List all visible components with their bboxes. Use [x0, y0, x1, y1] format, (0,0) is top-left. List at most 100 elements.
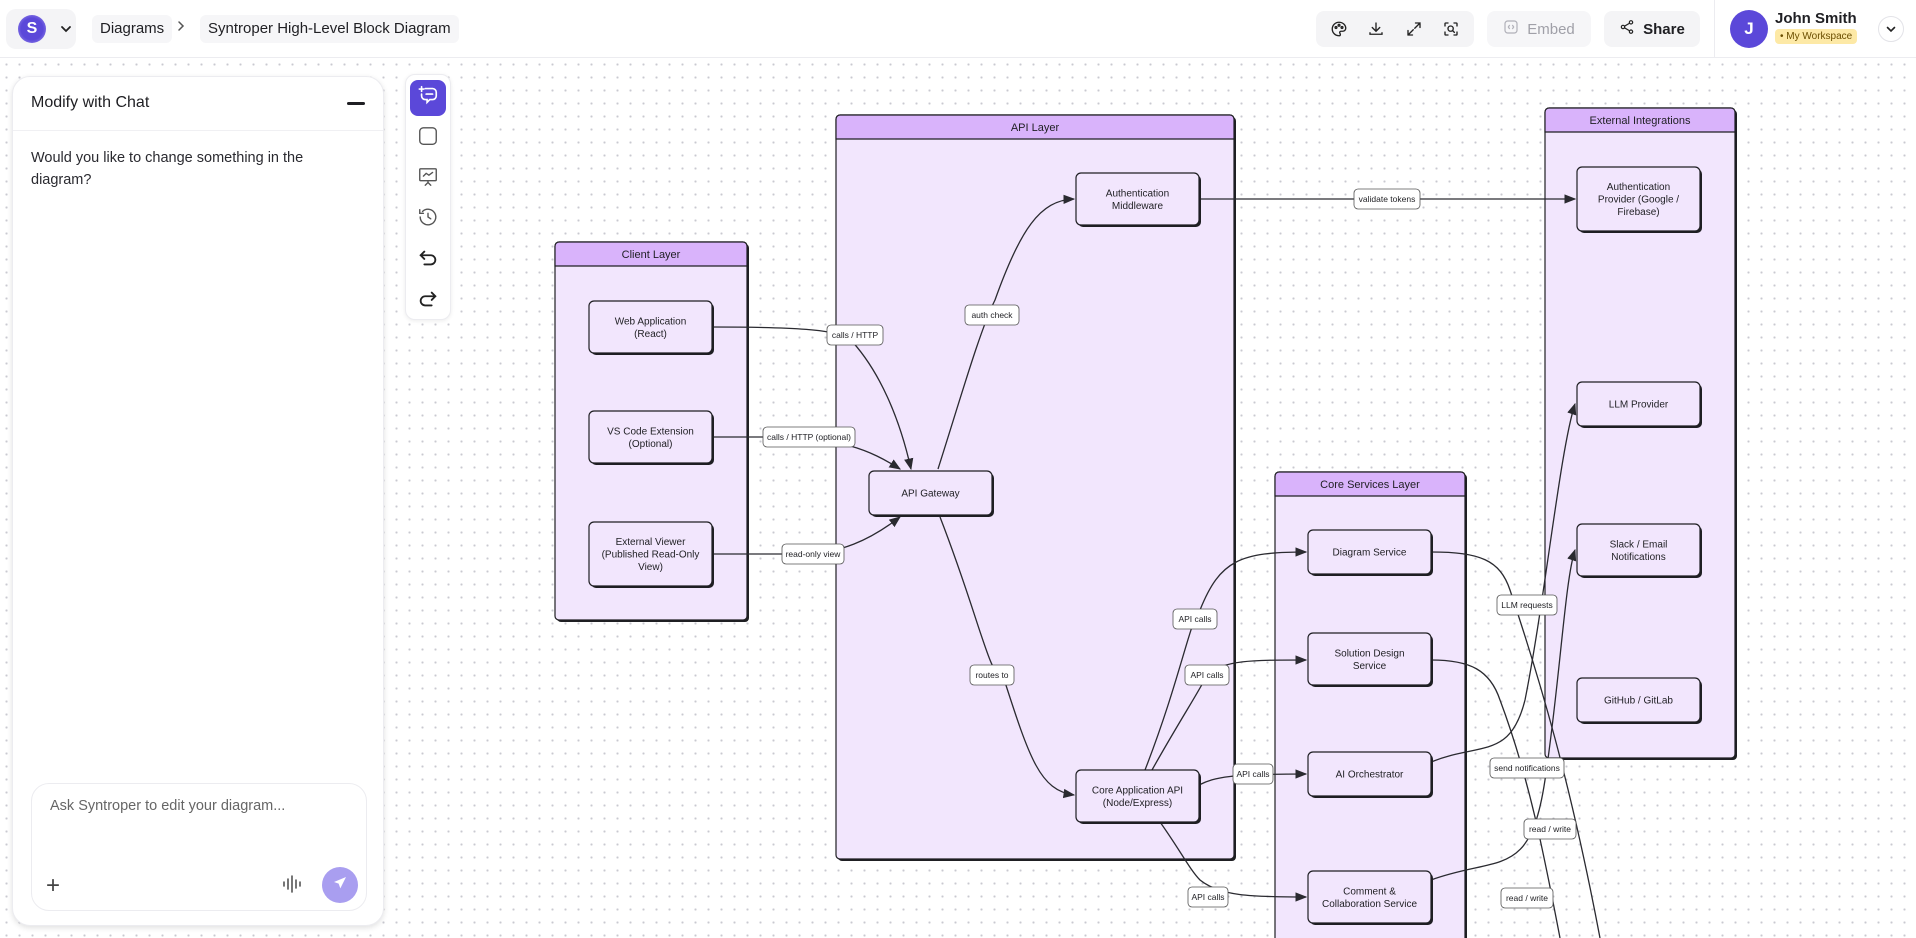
edge-aiorch-to-llm[interactable] — [1430, 402, 1577, 763]
redo-icon — [417, 288, 439, 315]
chat-input-container: + — [31, 783, 367, 911]
node-label-line: Middleware — [1112, 201, 1164, 212]
breadcrumb-diagram-title[interactable]: Syntroper High-Level Block Diagram — [200, 15, 459, 43]
avatar[interactable]: J — [1730, 10, 1768, 48]
node-aiorch[interactable]: AI Orchestrator — [1307, 751, 1433, 798]
edge-coreapi-to-comment[interactable] — [1159, 821, 1308, 902]
breadcrumb-diagrams[interactable]: Diagrams — [92, 15, 173, 43]
chat-input[interactable] — [50, 798, 350, 814]
chat-toggle-button[interactable] — [410, 80, 446, 116]
node-gateway[interactable]: API Gateway — [868, 470, 994, 517]
workspace-switcher-button[interactable]: S — [6, 9, 76, 49]
minimize-icon[interactable] — [347, 102, 365, 105]
node-vscode[interactable]: VS Code Extension(Optional) — [588, 410, 714, 465]
download-icon[interactable] — [1361, 14, 1391, 44]
edge-gateway-to-authmw[interactable] — [937, 194, 1076, 470]
edge-label[interactable]: validate tokens — [1353, 188, 1421, 210]
edge-soldesign-to-offscreen[interactable] — [1430, 659, 1561, 938]
edge-label[interactable]: API calls — [1172, 608, 1218, 630]
focus-scan-icon[interactable] — [1436, 14, 1466, 44]
edge-label[interactable]: LLM requests — [1496, 594, 1558, 616]
node-llm[interactable]: LLM Provider — [1576, 381, 1702, 428]
edge-label[interactable]: send notifications — [1489, 757, 1565, 779]
group-title: External Integrations — [1590, 115, 1691, 127]
redo-button[interactable] — [410, 283, 446, 319]
group-external-integrations[interactable]: External Integrations — [1544, 107, 1737, 760]
node-label-line: Authentication — [1106, 188, 1169, 199]
node-box — [1307, 529, 1432, 575]
edge-label-text: read-only view — [786, 549, 842, 559]
share-label: Share — [1643, 20, 1685, 38]
edge-label[interactable]: API calls — [1187, 886, 1229, 908]
edge-label-box — [1500, 887, 1554, 909]
edge-label-box — [1489, 757, 1565, 779]
edge-label-box — [1187, 886, 1229, 908]
edge-label-text: API calls — [1190, 670, 1223, 680]
edge-coreapi-to-aiorch[interactable] — [1198, 769, 1308, 786]
edge-diagsvc-to-offscreen[interactable] — [1430, 551, 1601, 938]
chat-assistant-message: Would you like to change something in th… — [31, 150, 304, 188]
chat-panel: Modify with Chat Would you like to chang… — [12, 76, 384, 926]
chat-header: Modify with Chat — [13, 77, 383, 131]
divider — [1714, 0, 1715, 58]
syntroper-logo-icon: S — [18, 15, 46, 43]
node-label-line: (React) — [634, 329, 667, 340]
group-title: Core Services Layer — [1320, 479, 1420, 491]
node-diagsvc[interactable]: Diagram Service — [1307, 529, 1433, 576]
edge-label-box — [826, 324, 884, 346]
edge-comment-to-slack[interactable] — [1430, 548, 1577, 881]
edge-label[interactable]: calls / HTTP (optional) — [762, 426, 856, 448]
edge-label-text: API calls — [1178, 614, 1211, 624]
square-icon — [417, 125, 439, 152]
canvas-side-toolbar — [405, 74, 451, 320]
edge-label-box — [781, 543, 845, 565]
expand-icon[interactable] — [1399, 14, 1429, 44]
embed-icon — [1503, 19, 1519, 39]
undo-button[interactable] — [410, 243, 446, 279]
shape-tool-button[interactable] — [410, 121, 446, 157]
history-icon — [417, 206, 439, 233]
user-menu-chevron-icon[interactable] — [1878, 16, 1904, 42]
edge-label[interactable]: calls / HTTP — [826, 324, 884, 346]
voice-waveform-icon[interactable] — [282, 874, 304, 899]
edge-label[interactable]: API calls — [1232, 763, 1274, 785]
edge-label-box — [762, 426, 856, 448]
send-button[interactable] — [322, 867, 358, 903]
chat-sparkle-icon — [417, 84, 439, 111]
embed-button[interactable]: Embed — [1487, 11, 1591, 47]
node-label-line: View) — [638, 562, 663, 573]
edge-label-box — [1172, 608, 1218, 630]
edge-label[interactable]: read / write — [1500, 887, 1554, 909]
node-webapp[interactable]: Web Application(React) — [588, 300, 714, 355]
group-header — [1274, 471, 1466, 497]
edge-label[interactable]: API calls — [1184, 664, 1230, 686]
edge-label-text: LLM requests — [1501, 600, 1553, 610]
node-comment[interactable]: Comment &Collaboration Service — [1307, 870, 1433, 925]
share-button[interactable]: Share — [1604, 11, 1700, 47]
edge-label-box — [1496, 594, 1558, 616]
edge-label[interactable]: read / write — [1523, 818, 1577, 840]
edge-label[interactable]: auth check — [964, 304, 1020, 326]
node-box — [1576, 166, 1701, 232]
node-box — [588, 300, 713, 354]
share-icon — [1619, 19, 1635, 39]
node-label-line: Notifications — [1611, 552, 1665, 563]
node-github[interactable]: GitHub / GitLab — [1576, 677, 1702, 724]
history-button[interactable] — [410, 202, 446, 238]
edge-label-box — [1232, 763, 1274, 785]
edge-label[interactable]: read-only view — [781, 543, 845, 565]
group-core-services-layer[interactable]: Core Services Layer — [1274, 471, 1467, 938]
node-coreapi[interactable]: Core Application API(Node/Express) — [1075, 769, 1201, 824]
node-label-line: Slack / Email — [1610, 539, 1668, 550]
edge-label[interactable]: routes to — [969, 664, 1015, 686]
group-api-layer[interactable]: API Layer — [835, 114, 1236, 861]
add-attachment-plus-icon[interactable]: + — [46, 872, 61, 899]
presentation-button[interactable] — [410, 161, 446, 197]
palette-icon[interactable] — [1324, 14, 1354, 44]
